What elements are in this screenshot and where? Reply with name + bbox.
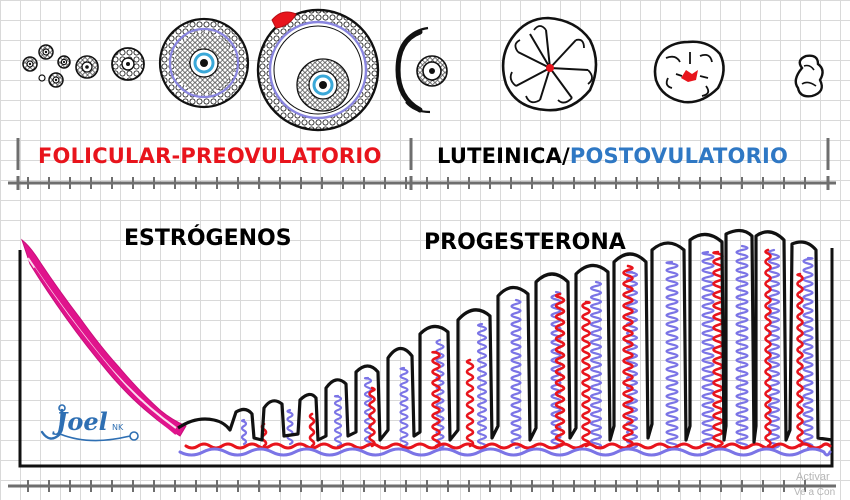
spiral-artery (465, 358, 475, 448)
uterine-gland (589, 280, 603, 450)
uterine-gland (476, 322, 488, 450)
uterine-gland (333, 394, 343, 448)
progesterone-label: PROGESTERONA (424, 230, 626, 255)
logo-suffix-text: NK (112, 423, 124, 432)
secondary-follicle-icon (111, 47, 145, 81)
basal-artery-layer (184, 442, 832, 450)
uterine-gland (665, 260, 679, 450)
stethoscope-icon (40, 408, 64, 440)
primary-follicle-icon (75, 55, 99, 79)
spiral-artery (622, 264, 634, 448)
spiral-artery (712, 250, 724, 448)
logo-main-text: Joel (52, 407, 108, 436)
uterine-gland (363, 376, 373, 448)
regressing-corpus-luteum-icon (653, 40, 725, 104)
spiral-artery (308, 412, 316, 448)
phase-label-luteal-part: LUTEINICA/ (437, 144, 570, 168)
watermark-line1: Activar (796, 471, 830, 483)
uterine-gland (735, 244, 749, 450)
uterine-gland (435, 338, 445, 450)
bottom-timeline (8, 480, 836, 492)
estrogen-label: ESTRÓGENOS (124, 226, 292, 251)
corpus-luteum-icon (501, 16, 598, 112)
phase-label-luteal: LUTEINICA/POSTOVULATORIO (437, 144, 788, 168)
phase-label-follicular: FOLICULAR-PREOVULATORIO (38, 144, 382, 168)
spiral-artery (431, 350, 441, 448)
watermark-line2: Ve a Con (794, 487, 836, 498)
primordial-follicles-icon (22, 44, 71, 88)
joelnk-logo: Joel NK (40, 404, 139, 442)
spiral-artery (764, 248, 772, 448)
spiral-artery (554, 292, 566, 448)
menstruation-ribbon (21, 238, 187, 437)
uterine-cycle-panel: Joel NK (18, 228, 834, 468)
corpus-albicans-icon (794, 54, 824, 98)
uterine-gland (701, 250, 715, 450)
uterine-gland (399, 366, 409, 448)
ovulation-icon (395, 26, 448, 114)
uterine-gland (286, 408, 294, 446)
endometrium-outline (177, 228, 833, 444)
uterine-gland (550, 290, 562, 450)
uterine-gland (240, 418, 248, 446)
uterine-gland (767, 248, 781, 450)
antral-follicle-icon (158, 17, 250, 109)
phase-timeline (8, 138, 836, 190)
spiral-artery (368, 386, 376, 448)
ovarian-cycle-stages (22, 8, 824, 132)
graafian-follicle-icon (256, 8, 380, 132)
phase-label-postovulatory-part: POSTOVULATORIO (569, 144, 789, 168)
uterine-gland (802, 256, 814, 450)
uterine-gland (510, 298, 522, 450)
spiral-artery (796, 272, 804, 448)
endometrium-frame (18, 248, 834, 468)
spiral-artery (581, 300, 591, 448)
basal-gland-layer (178, 447, 832, 457)
